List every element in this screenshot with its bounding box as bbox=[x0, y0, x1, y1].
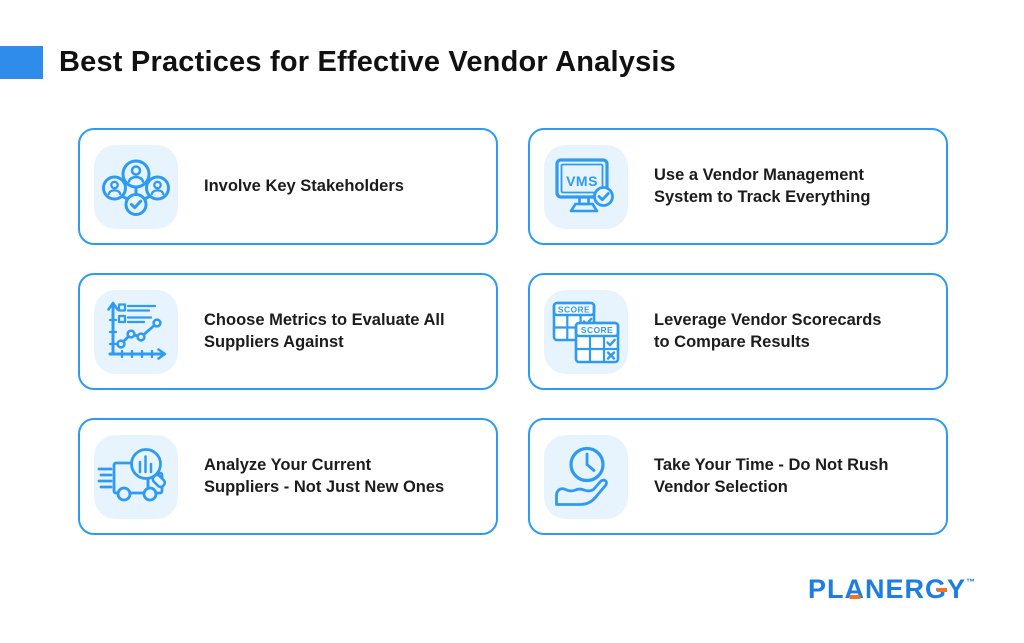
cards-grid: Involve Key Stakeholders VMS Use a Vendo… bbox=[78, 128, 948, 535]
card-label: Choose Metrics to Evaluate All Suppliers… bbox=[204, 310, 445, 351]
icon-tile bbox=[544, 434, 628, 519]
svg-text:SCORE: SCORE bbox=[558, 304, 590, 314]
brand-letter: Y bbox=[946, 574, 966, 604]
brand-letter: P bbox=[807, 574, 827, 604]
icon-tile bbox=[94, 434, 178, 519]
svg-text:VMS: VMS bbox=[566, 173, 598, 189]
vms-monitor-icon: VMS bbox=[555, 157, 614, 212]
card-label: Use a Vendor Management System to Track … bbox=[654, 165, 871, 206]
card-metrics-chart: Choose Metrics to Evaluate All Suppliers… bbox=[78, 273, 498, 390]
card-stakeholders: Involve Key Stakeholders bbox=[78, 128, 498, 245]
card-label: Involve Key Stakeholders bbox=[204, 176, 404, 195]
page-header: Best Practices for Effective Vendor Anal… bbox=[0, 46, 676, 79]
card-label: Take Your Time - Do Not Rush Vendor Sele… bbox=[654, 455, 889, 496]
brand-letter: R bbox=[904, 574, 925, 604]
icon-tile bbox=[94, 144, 178, 229]
svg-text:SCORE: SCORE bbox=[581, 325, 613, 335]
brand-letter: L bbox=[826, 574, 845, 604]
icon-tile bbox=[94, 289, 178, 374]
stakeholders-icon bbox=[102, 159, 170, 216]
brand-letter: A bbox=[844, 574, 865, 604]
card-label: Leverage Vendor Scorecards to Compare Re… bbox=[654, 310, 882, 351]
icon-tile: VMS bbox=[544, 144, 628, 229]
card-vms-monitor: VMS Use a Vendor Management System to Tr… bbox=[528, 128, 948, 245]
brand-letter: E bbox=[885, 574, 905, 604]
clock-hand-icon bbox=[555, 446, 608, 506]
truck-search-icon bbox=[97, 447, 167, 501]
trademark-symbol: ™ bbox=[966, 577, 975, 587]
brand-letter: G bbox=[924, 574, 947, 604]
title-accent-block bbox=[0, 46, 43, 79]
page-title: Best Practices for Effective Vendor Anal… bbox=[59, 46, 676, 78]
brand-letter: N bbox=[864, 574, 886, 604]
scorecards-icon: SCORE SCORE bbox=[552, 301, 620, 363]
card-scorecards: SCORE SCORE Leverage Vendor Scorecards t… bbox=[528, 273, 948, 390]
metrics-chart-icon bbox=[107, 301, 167, 360]
card-truck-search: Analyze Your Current Suppliers - Not Jus… bbox=[78, 418, 498, 535]
icon-tile: SCORE SCORE bbox=[544, 289, 628, 374]
card-label: Analyze Your Current Suppliers - Not Jus… bbox=[204, 455, 445, 496]
card-clock-hand: Take Your Time - Do Not Rush Vendor Sele… bbox=[528, 418, 948, 535]
